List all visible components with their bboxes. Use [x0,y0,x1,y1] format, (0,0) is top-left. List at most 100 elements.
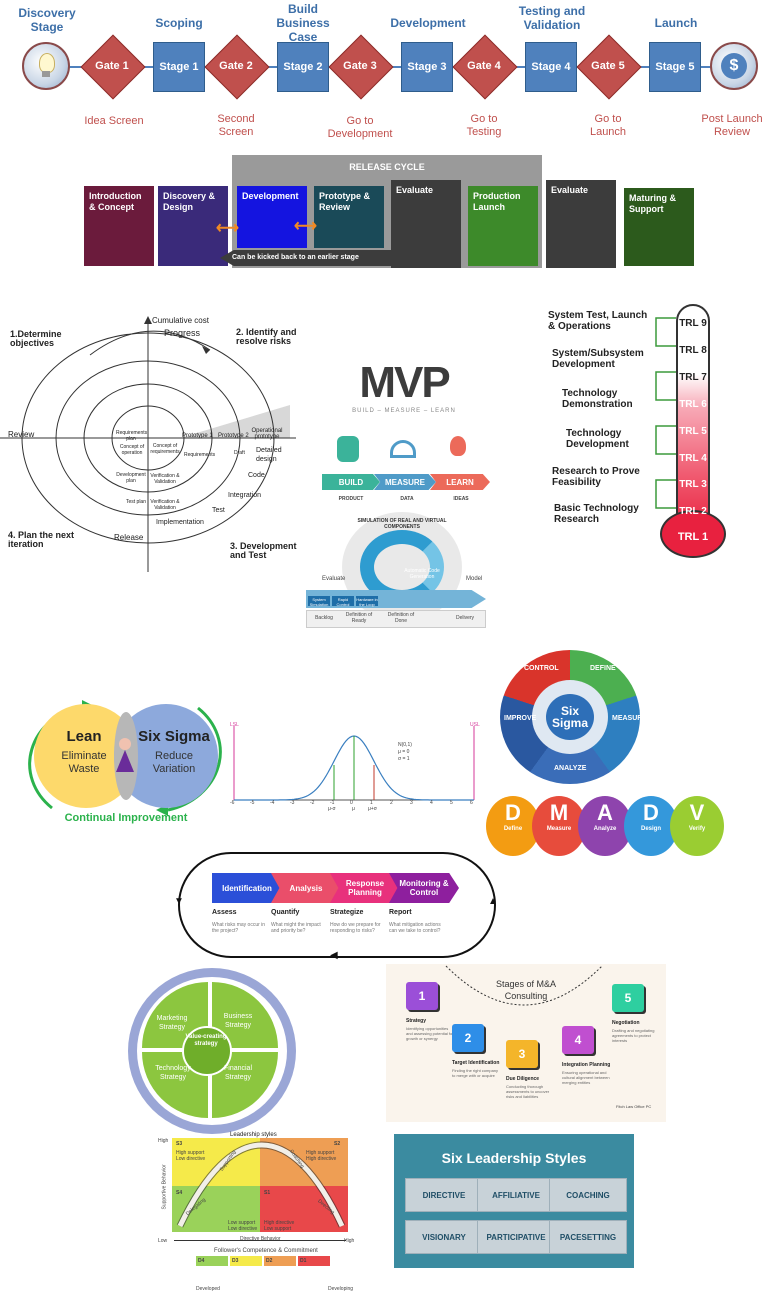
trl-label-demo: Technology Demonstration [562,388,633,410]
dmaic-measure: MEASURE [612,715,648,722]
trl-brackets [655,317,676,509]
stage-2-box: Stage 2 [277,42,329,92]
quadrant-4-label: 4. Plan the next iteration [8,530,75,549]
sl-s3: S3 [176,1141,183,1147]
risk-step-3: Response Planning [330,873,400,903]
sl-y-axis: Supportive Behavior [161,1164,168,1210]
strategy-outer-ring [128,968,296,1134]
ma-stage-1-box: 1 [406,982,438,1010]
backlog-label: Backlog [315,615,333,621]
trl-label-tech-dev: Technology Development [566,428,629,450]
model-label: Model [466,576,483,582]
sim-bar-hil [356,596,378,606]
tick-label: -4 [270,800,275,806]
dmadv-name: Design [640,826,661,832]
sl-curve [176,1141,346,1228]
stage-title-launch: Launch [654,16,698,30]
gate-5-sublabel: Go to Launch [589,113,627,138]
sl-s1-text: High directive Low support [264,1220,295,1232]
gate-3-label: Gate 3 [343,60,377,72]
dollar-icon: $ [710,42,758,90]
ma-stage-2-desc: Finding the right company to merge with … [452,1068,499,1078]
double-arrow-icon: ⟷ [216,220,239,237]
release-label: Release [114,533,144,542]
spiral-svg [0,316,296,572]
stage-1-box: Stage 1 [153,42,205,92]
sl-s4: S4 [176,1190,183,1196]
definition-ready-label: Definition of Ready [345,612,373,624]
sl-level-d1 [298,1256,330,1266]
integration-label: Integration [228,492,262,499]
mvp-title: MVP [359,358,450,407]
ma-stage-5-title: Negotiation [612,1020,640,1026]
tick-label: -1 [330,800,335,806]
trl-label-feasibility: Research to Prove Feasibility [552,466,640,488]
lean-title: Lean [66,728,102,745]
kick-back-arrow [220,250,392,266]
mvp-sub-data: DATA [400,496,414,502]
double-arrow-icon: ⟷ [294,218,317,235]
legend-n01: N(0,1) [398,742,412,748]
style-directive: DIRECTIVE [405,1178,483,1212]
legend-mu: μ = 0 [398,749,410,755]
financial-label: Financial Strategy [223,1065,252,1081]
stage-title-scoping: Scoping [155,16,203,30]
mvp-sub-ideas: IDEAS [453,496,469,502]
business-label: Business Strategy [223,1013,253,1029]
rc-box-evaluate-1: Evaluate [391,180,461,268]
trl-level-8: TRL 8 [679,345,707,356]
development-plan-label: Development plan [116,472,146,484]
sl-y-high: High [158,1138,169,1144]
trl-level-2: TRL 2 [679,506,707,517]
verification-label-1: Verification & Validation [150,473,180,485]
stage-title-business-case: Build Business Case [276,2,330,44]
style-pacesetting: PACESETTING [549,1220,627,1254]
backlog-strip [306,610,486,628]
lsl-label: LSL [230,722,239,728]
ma-stage-4-box: 4 [562,1026,594,1054]
review-label: Review [8,430,35,439]
sl-x-high: High [344,1238,355,1244]
strategy-center [182,1026,232,1076]
gate-5-label: Gate 5 [591,60,625,72]
definition-done-label: Definition of Done [387,612,415,624]
gate-4-sublabel: Go to Testing [466,113,502,138]
ma-footer: Fitch Law Office PC [616,1104,652,1109]
technology-label: Technology Strategy [155,1065,191,1081]
tick-label: -2 [310,800,315,806]
risk-step-1: Identification [212,873,282,903]
gate-4-label: Gate 4 [467,60,501,72]
simulation-title: SIMULATION OF REAL AND VIRTUAL COMPONENT… [357,518,447,530]
prototype-1-label: Prototype 1 [182,433,213,439]
ma-stage-3-box: 3 [506,1040,538,1068]
rc-box-intro: Introduction & Concept [84,186,154,266]
mvp-step-measure: MEASURE [374,474,436,490]
detailed-design-label: Detailed design [256,447,282,463]
mark-mu: μ [352,806,355,812]
concept-operation-label: Concept of operation [119,444,145,456]
risk-verb: Quantify [271,909,300,916]
sl-s4-text: Low support Low directive [228,1220,258,1232]
sl-x-axis: Directive Behavior [240,1236,281,1242]
normal-distribution-svg [233,726,475,801]
ma-stage-1-desc: Identifying opportunities and assessing … [406,1026,454,1041]
sim-bar-rcp-label: Rapid Control Prototyping [333,597,353,612]
sim-bar-system-label: System Simulation [309,597,329,607]
six-styles-title: Six Leadership Styles [441,1150,587,1166]
mvp-subtitle: BUILD – MEASURE – LEARN [352,408,456,414]
rc-box-production: Production Launch [468,186,538,266]
quadrant-3-label: 3. Development and Test [230,541,297,560]
stage-title-discovery: Discovery Stage [18,6,76,34]
test-label: Test [212,507,225,514]
rc-box-prototype: Prototype & Review [314,186,384,248]
stage-title-testing: Testing and Validation [518,4,586,32]
stage-4-box: Stage 4 [525,42,577,92]
lean-subtitle: Eliminate Waste [61,750,107,775]
person-icon [115,738,135,772]
dmaic-analyze: ANALYZE [554,765,587,772]
stage-title-development: Development [390,16,466,30]
kick-back-note: Can be kicked back to an earlier stage [232,254,359,261]
